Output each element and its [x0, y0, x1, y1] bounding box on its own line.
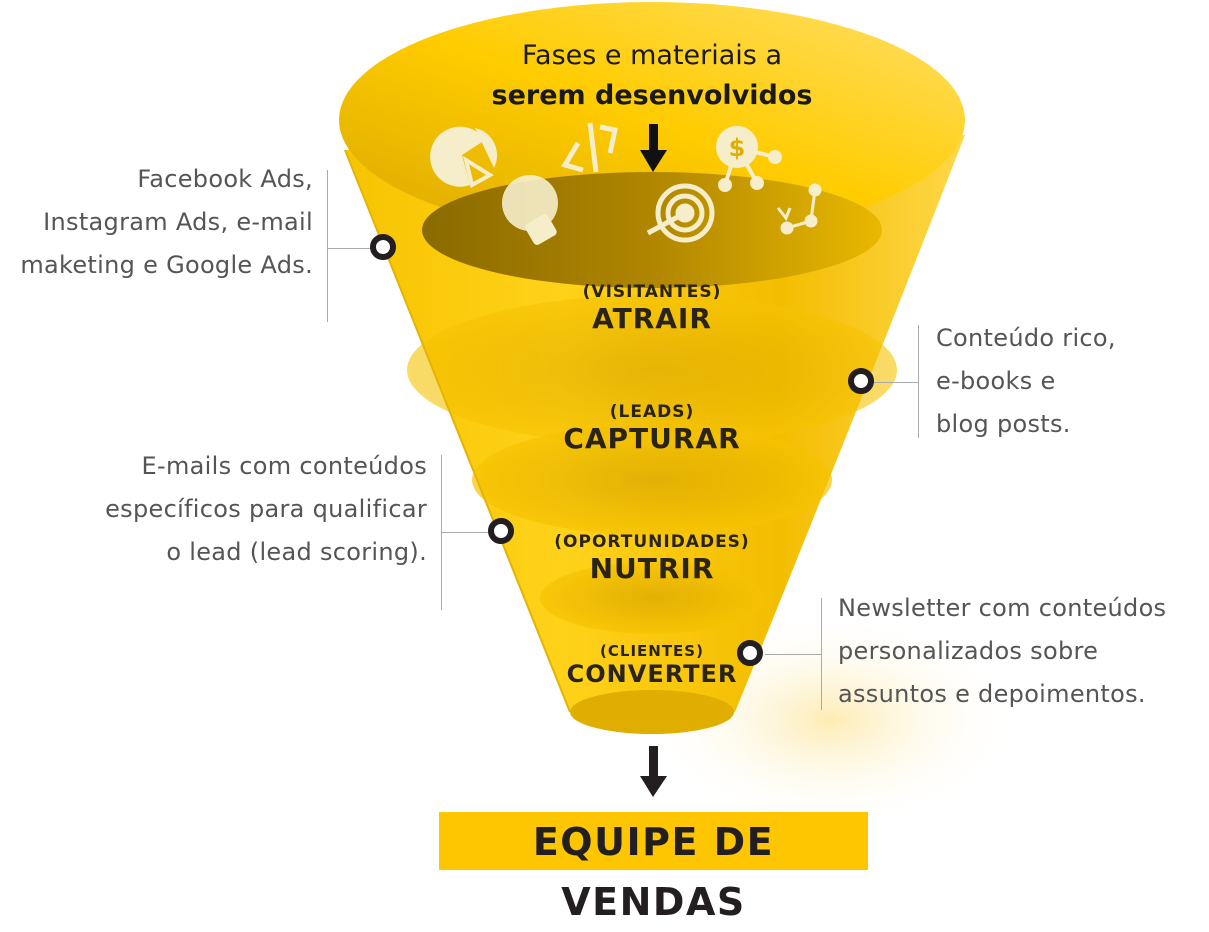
stage-nutrir: (OPORTUNIDADES) NUTRIR: [452, 532, 852, 585]
connector-line: [918, 325, 919, 438]
connector-line: [870, 382, 918, 383]
marker-dot: [737, 640, 763, 666]
note-line: Conteúdo rico,: [936, 324, 1116, 352]
stage-sub: (CLIENTES): [600, 642, 704, 660]
note-line: Newsletter com conteúdos: [838, 594, 1167, 622]
connector-line: [765, 654, 821, 655]
svg-text:$: $: [729, 134, 746, 162]
marker-dot: [370, 234, 396, 260]
connector-line: [821, 598, 822, 710]
note-line: Facebook Ads,: [137, 165, 313, 193]
funnel-graphic: $: [339, 2, 1020, 830]
stage-title: CONVERTER: [566, 660, 738, 688]
stage-title: ATRAIR: [592, 302, 712, 335]
marker-dot: [848, 368, 874, 394]
lightbulb-icon: [502, 175, 558, 245]
note-line: Instagram Ads, e-mail: [43, 208, 313, 236]
note-nutrir: E-mails com conteúdos específicos para q…: [105, 445, 427, 574]
target-icon: [646, 183, 715, 243]
connector-line: [327, 170, 328, 322]
funnel-header: Fases e materiais a serem desenvolvidos: [452, 36, 852, 116]
connector-line: [441, 532, 491, 533]
note-atrair: Facebook Ads, Instagram Ads, e-mail make…: [20, 158, 313, 287]
note-line: assuntos e depoimentos.: [838, 680, 1146, 708]
down-arrow-bottom-icon: [640, 746, 667, 797]
dollar-network-icon: $: [716, 126, 782, 192]
note-line: blog posts.: [936, 410, 1071, 438]
note-line: personalizados sobre: [838, 637, 1099, 665]
stage-converter: (CLIENTES) CONVERTER: [452, 642, 852, 688]
stage-capturar: (LEADS) CAPTURAR: [452, 402, 852, 455]
note-line: E-mails com conteúdos: [141, 452, 427, 480]
code-icon: [561, 122, 618, 173]
note-converter: Newsletter com conteúdos personalizados …: [838, 587, 1166, 716]
down-arrow-icon: [640, 124, 667, 172]
network-icon: [776, 183, 822, 235]
stage-title: CAPTURAR: [563, 422, 741, 455]
sales-team-banner: EQUIPE DE VENDAS: [439, 812, 868, 924]
header-line2: serem desenvolvidos: [491, 80, 813, 111]
header-line1: Fases e materiais a: [521, 40, 782, 71]
stage-sub: (LEADS): [609, 402, 695, 422]
pie-chart-icon: [430, 126, 498, 189]
marker-dot: [488, 518, 514, 544]
stage-sub: (OPORTUNIDADES): [554, 532, 750, 552]
note-line: maketing e Google Ads.: [20, 251, 313, 279]
note-line: específicos para qualificar: [105, 495, 427, 523]
stage-title: NUTRIR: [589, 552, 715, 585]
note-capturar: Conteúdo rico, e-books e blog posts.: [936, 317, 1116, 446]
stage-atrair: (VISITANTES) ATRAIR: [452, 282, 852, 335]
connector-line: [327, 248, 377, 249]
note-line: o lead (lead scoring).: [166, 538, 427, 566]
note-line: e-books e: [936, 367, 1056, 395]
stage-sub: (VISITANTES): [582, 282, 722, 302]
